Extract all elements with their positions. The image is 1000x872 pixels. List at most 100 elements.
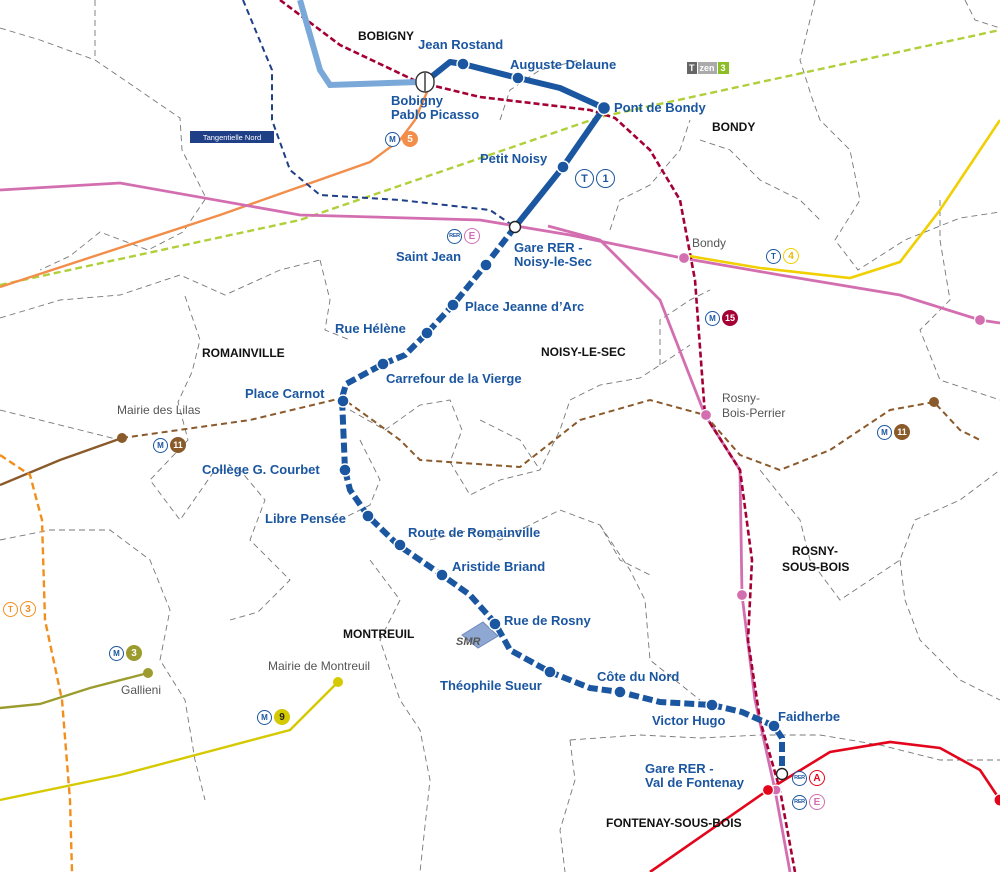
station-cote-du-nord[interactable]: Côte du Nord <box>597 669 680 684</box>
line-e-icon: E <box>809 794 825 810</box>
station-pont-de-bondy[interactable]: Pont de Bondy <box>614 100 706 115</box>
boundary-12 <box>799 0 1000 271</box>
smr-label: SMR <box>456 636 481 648</box>
station-gallieni[interactable]: Gallieni <box>121 683 162 697</box>
station-bobigny-line1[interactable]: Bobigny <box>391 93 443 108</box>
boundary-8 <box>349 344 691 496</box>
dot-libre-pensee <box>361 509 375 523</box>
station-gare-fontenay-line1[interactable]: Gare RER - <box>645 761 714 776</box>
station-bobigny-line2[interactable]: Pablo Picasso <box>391 107 480 122</box>
station-mairie-de-montreuil[interactable]: Mairie de Montreuil <box>268 659 371 673</box>
dot-rer-a-east <box>993 793 1000 807</box>
tangentielle-nord-box: Tangentielle Nord <box>190 131 274 143</box>
station-bondy[interactable]: Bondy <box>692 236 727 250</box>
metro-icon: M <box>705 310 720 326</box>
station-college-courbet[interactable]: Collège G. Courbet <box>202 462 320 477</box>
dot-college-courbet <box>338 463 352 477</box>
station-faidherbe[interactable]: Faidherbe <box>778 709 841 724</box>
dot-saint-jean <box>479 258 493 272</box>
station-route-romainville[interactable]: Route de Romainville <box>408 525 541 540</box>
dot-aristide-briand <box>435 568 449 582</box>
boundary-6 <box>0 529 206 801</box>
dot-mairie-montreuil <box>333 677 343 687</box>
badge-rer-e-noisy: RER E <box>447 228 480 244</box>
town-bobigny: BOBIGNY <box>358 29 415 43</box>
line-a-icon: A <box>809 770 825 786</box>
line-3-icon: 3 <box>126 645 142 661</box>
boundary-23 <box>659 289 711 365</box>
dot-rue-helene <box>420 326 434 340</box>
tram-icon: T <box>766 248 781 264</box>
station-gare-noisy-line1[interactable]: Gare RER - <box>514 240 583 255</box>
t1-west-line <box>297 0 419 89</box>
station-gare-noisy-line2[interactable]: Noisy-le-Sec <box>514 254 593 269</box>
station-gare-fontenay-line2[interactable]: Val de Fontenay <box>645 775 744 790</box>
line-11-icon: 11 <box>894 424 910 440</box>
t1-station-dots <box>336 57 781 733</box>
metro-15-line <box>279 0 797 872</box>
t1-existing-line <box>423 59 607 229</box>
station-place-carnot[interactable]: Place Carnot <box>245 386 325 401</box>
dot-gare-fontenay <box>775 767 789 781</box>
station-theophile-sueur[interactable]: Théophile Sueur <box>440 678 542 693</box>
town-noisy-le-sec: NOISY-LE-SEC <box>541 345 626 359</box>
boundary-13 <box>919 200 1000 401</box>
town-fontenay: FONTENAY-SOUS-BOIS <box>606 816 742 830</box>
boundary-22 <box>499 59 581 121</box>
tram-icon: T <box>575 169 594 188</box>
tzen-number: 3 <box>717 62 729 74</box>
boundary-24 <box>479 419 541 471</box>
dot-jean-rostand <box>456 57 470 71</box>
station-rosny-bp-line1[interactable]: Rosny- <box>722 391 761 405</box>
dot-auguste-delaune <box>511 71 525 85</box>
metro-11-line <box>0 436 123 487</box>
t4-line <box>682 119 1000 280</box>
boundary-19 <box>369 559 431 872</box>
smr-depot <box>461 621 499 649</box>
rer-e-line <box>0 181 1000 325</box>
dot-rosny-bp <box>699 408 713 422</box>
dot-theophile-sueur <box>543 665 557 679</box>
station-rosny-bp-line2[interactable]: Bois-Perrier <box>722 406 786 420</box>
metro-icon: M <box>153 437 168 453</box>
boundary-7 <box>319 259 351 341</box>
station-rue-helene[interactable]: Rue Hélène <box>335 321 406 336</box>
station-mairie-des-lilas[interactable]: Mairie des Lilas <box>117 403 201 417</box>
town-montreuil: MONTREUIL <box>343 627 415 641</box>
dot-m11-east <box>929 397 939 407</box>
station-jean-rostand[interactable]: Jean Rostand <box>418 37 504 52</box>
station-petit-noisy[interactable]: Petit Noisy <box>480 151 548 166</box>
boundary-16 <box>899 559 1000 701</box>
rer-icon: RER <box>792 770 807 786</box>
badge-metro-11-east: M 11 <box>877 424 910 440</box>
boundary-18 <box>559 739 576 872</box>
dot-rue-de-rosny <box>488 617 502 631</box>
boundary-4 <box>149 295 291 621</box>
station-aristide-briand[interactable]: Aristide Briand <box>452 559 546 574</box>
station-auguste-delaune[interactable]: Auguste Delaune <box>510 57 617 72</box>
rer-icon: RER <box>792 794 807 810</box>
station-rue-de-rosny[interactable]: Rue de Rosny <box>504 613 591 628</box>
boundary-15 <box>759 469 1000 601</box>
boundary-1 <box>39 0 207 271</box>
metro-icon: M <box>877 424 892 440</box>
line-1-icon: 1 <box>596 169 615 188</box>
station-jeanne-darc[interactable]: Place Jeanne d’Arc <box>465 299 585 314</box>
station-libre-pensee[interactable]: Libre Pensée <box>265 511 346 526</box>
station-victor-hugo[interactable]: Victor Hugo <box>652 713 726 728</box>
station-saint-jean[interactable]: Saint Jean <box>396 249 462 264</box>
town-romainville: ROMAINVILLE <box>202 346 285 360</box>
boundary-9 <box>339 439 381 521</box>
dot-gallieni <box>143 668 153 678</box>
badge-metro-5: M 5 <box>385 131 418 147</box>
line-15-icon: 15 <box>722 310 738 326</box>
dot-rer-e-mid <box>735 588 749 602</box>
t3-line <box>0 454 74 872</box>
badge-rer-a: RER A <box>792 770 825 786</box>
badge-rer-e-fontenay: RER E <box>792 794 825 810</box>
boundary-11 <box>609 119 691 231</box>
station-carrefour-vierge[interactable]: Carrefour de la Vierge <box>386 371 522 386</box>
metro-5-line <box>0 84 432 289</box>
